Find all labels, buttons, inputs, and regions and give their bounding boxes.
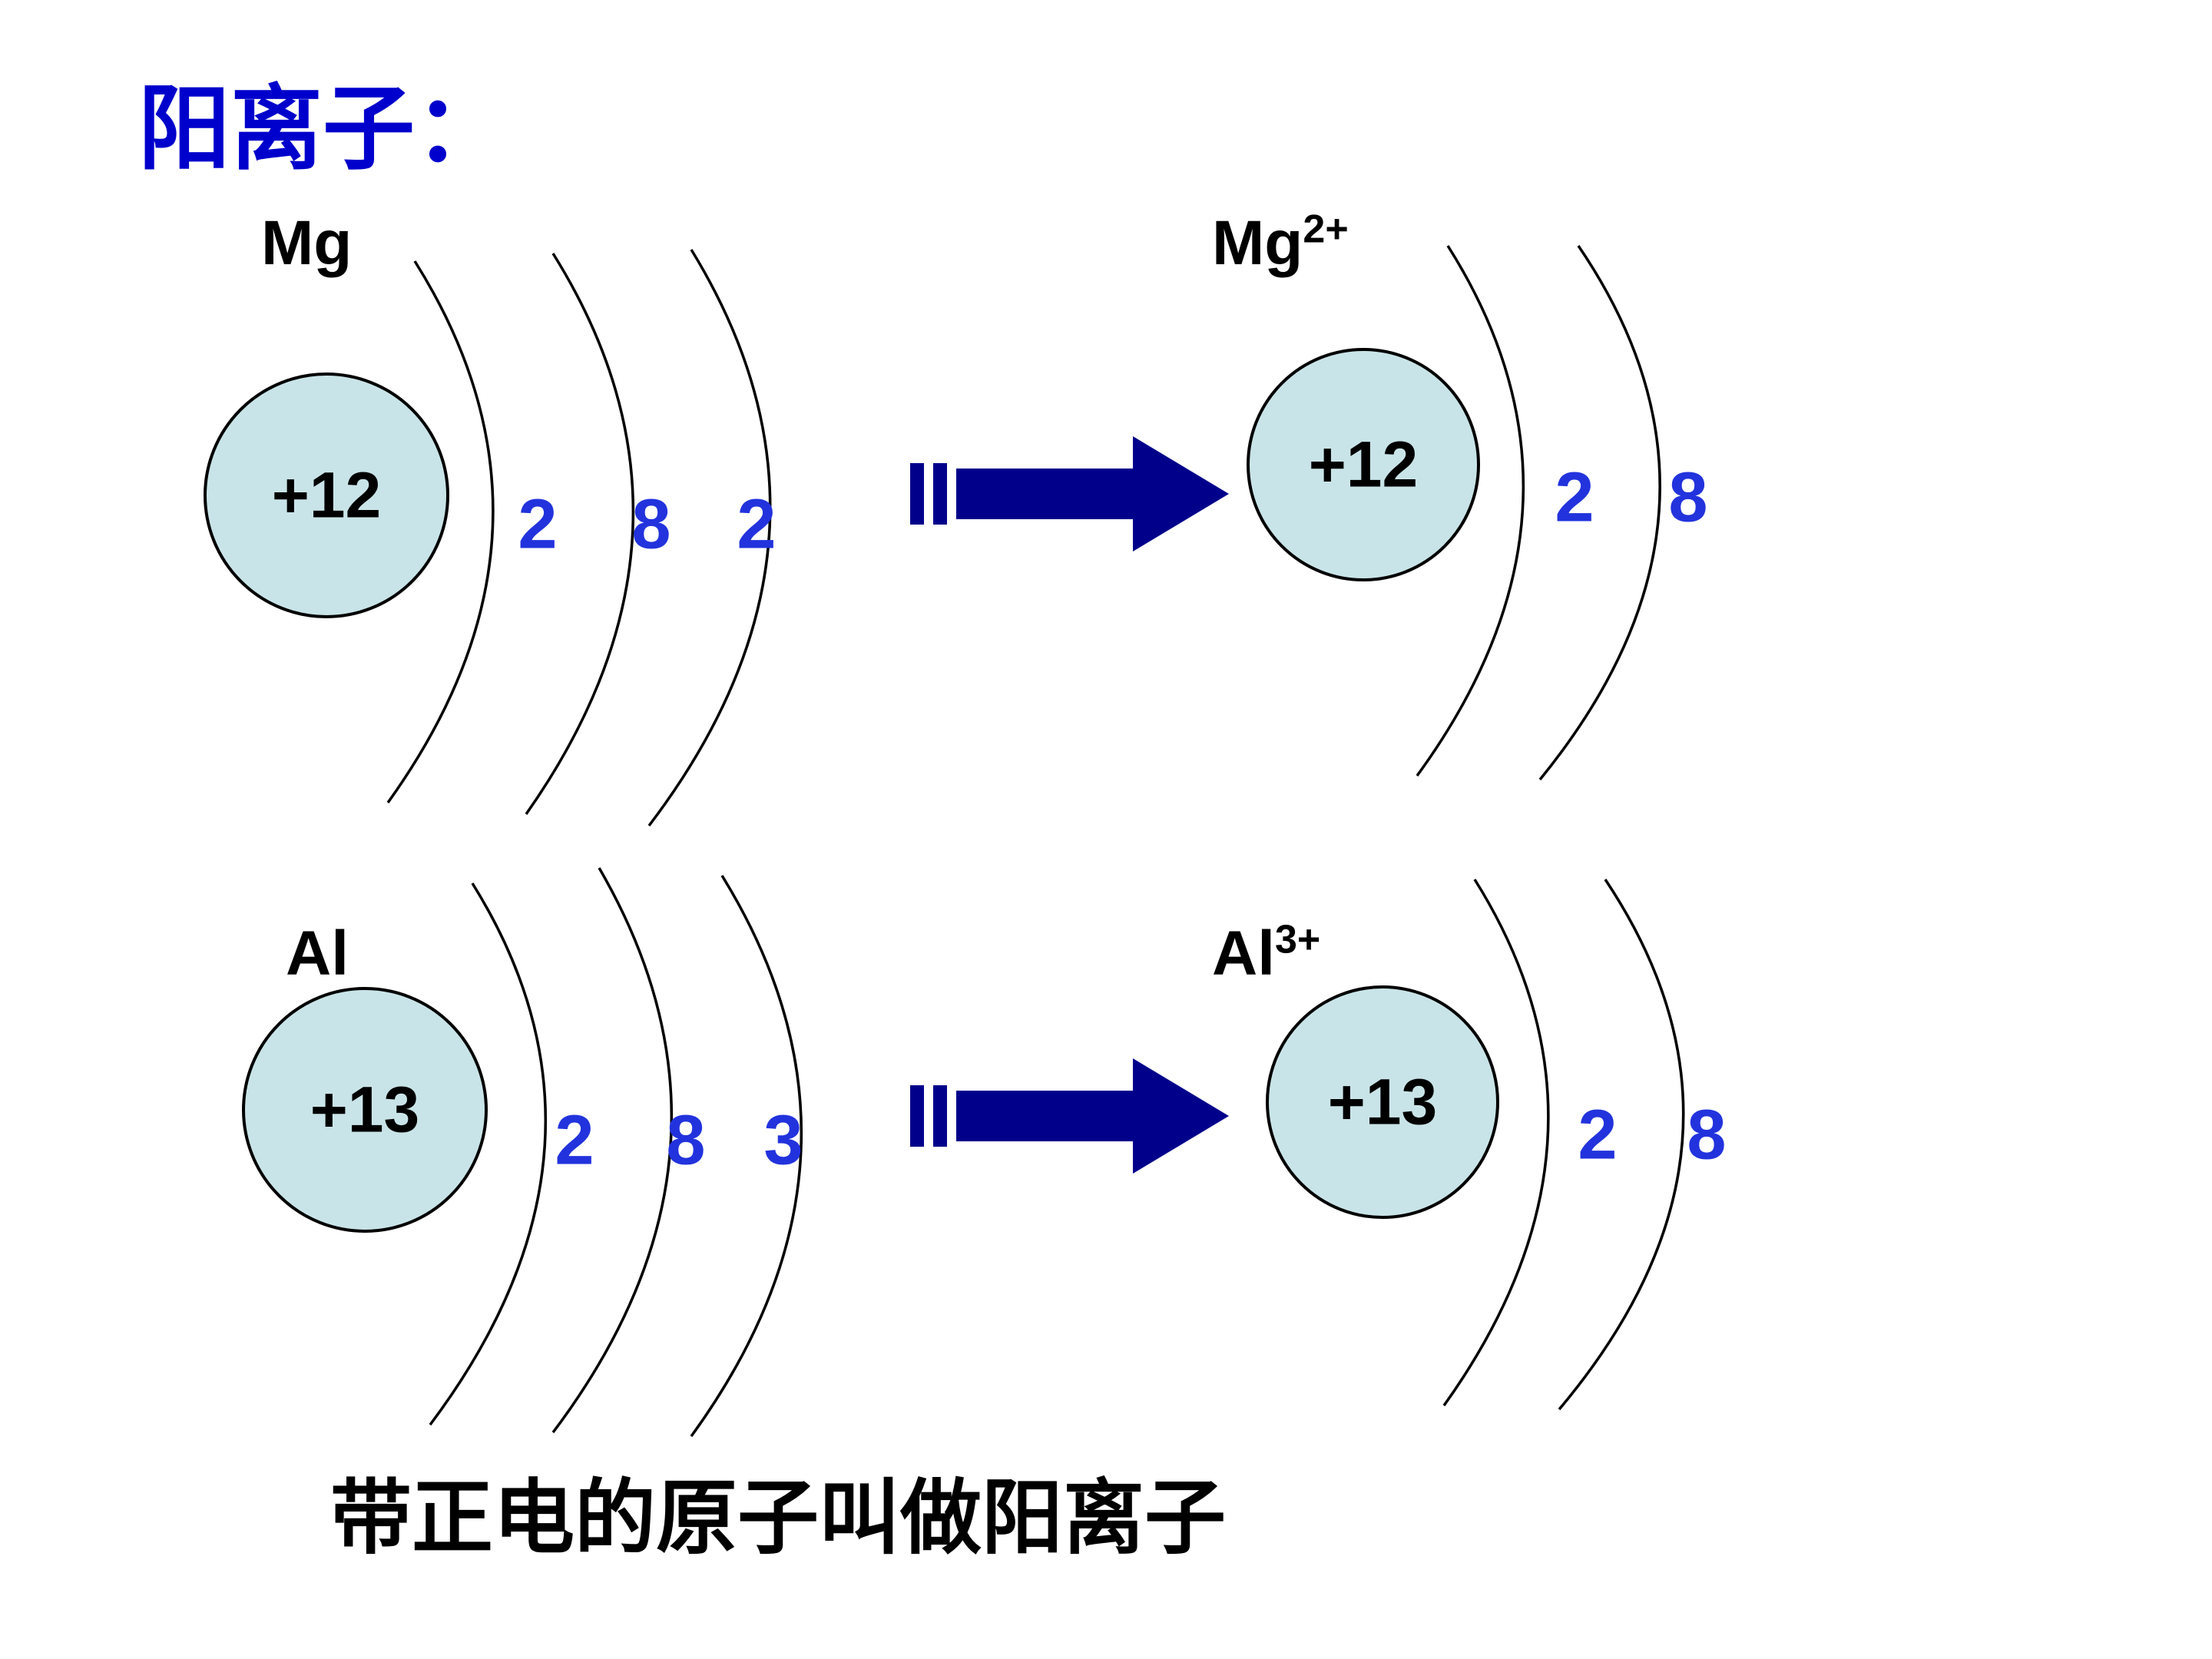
mg-arrow-head: [1133, 436, 1229, 551]
mg-atom-nucleus-charge: +12: [271, 459, 382, 531]
al-atom-shell-arc-3: [690, 875, 803, 1438]
mg-ion-shell-arc-2: [1538, 245, 1661, 781]
mg-ion-symbol: Mg: [1212, 208, 1303, 278]
al-ion-shell-arc-1: [1442, 879, 1550, 1407]
caption-definition: 带正电的原子叫做阳离子: [330, 1474, 1226, 1564]
al-atom-shell-count-3: 3: [763, 1101, 803, 1180]
mg-atom-shell-arc-2: [525, 253, 635, 816]
mg-atom-shell-count-1: 2: [518, 485, 558, 564]
al-atom-nucleus-circle: [242, 987, 488, 1233]
al-arrow-icon: [910, 1058, 1229, 1174]
al-arrow-head: [1133, 1058, 1229, 1174]
mg-atom-nucleus-circle: [204, 373, 449, 618]
mg-atom-shell-count-2: 8: [631, 485, 671, 564]
al-ion-charge-superscript: 3+: [1275, 917, 1321, 962]
mg-atom-label: Mg: [261, 207, 352, 280]
mg-arrow-tail-bar-2: [933, 463, 947, 525]
al-ion-shell-count-2: 8: [1687, 1095, 1727, 1174]
mg-ion-nucleus-circle: [1247, 348, 1480, 581]
al-ion-symbol: Al: [1212, 919, 1275, 988]
al-atom-shell-arc-2: [551, 867, 674, 1434]
mg-ion-shell-arc-1: [1416, 245, 1525, 777]
mg-ion-shell-count-1: 2: [1555, 458, 1594, 537]
mg-atom-shell-arc-3: [647, 249, 772, 827]
mg-atom-symbol: Mg: [261, 208, 353, 278]
mg-arrow-icon: [910, 436, 1229, 551]
mg-ion-charge-superscript: 2+: [1303, 207, 1349, 252]
al-atom-shell-arc-1: [429, 882, 548, 1426]
al-atom-shell-count-2: 8: [666, 1101, 706, 1180]
mg-ion-nucleus-charge: +12: [1308, 428, 1419, 501]
al-arrow-tail-bar-1: [910, 1085, 924, 1147]
al-ion-nucleus-charge: +13: [1327, 1065, 1438, 1138]
al-ion-label: Al3+: [1212, 918, 1320, 990]
mg-ion-shell-count-2: 8: [1668, 458, 1708, 537]
al-atom-shell-count-1: 2: [555, 1101, 594, 1180]
mg-arrow-tail-bar-1: [910, 463, 924, 525]
al-ion-shell-count-1: 2: [1578, 1095, 1618, 1174]
al-ion-nucleus-circle: [1266, 985, 1499, 1219]
mg-ion-label: Mg2+: [1212, 207, 1349, 280]
mg-atom-shell-arc-1: [386, 260, 495, 804]
mg-atom-shell-count-3: 2: [737, 485, 777, 564]
al-atom-label: Al: [286, 918, 349, 990]
page-title: 阳离子：: [138, 78, 507, 180]
al-ion-shell-arc-2: [1558, 879, 1685, 1411]
al-arrow-tail-bar-2: [933, 1085, 947, 1147]
al-arrow-body: [956, 1091, 1133, 1141]
al-atom-symbol: Al: [286, 919, 349, 988]
al-atom-nucleus-charge: +13: [310, 1073, 420, 1146]
mg-arrow-body: [956, 469, 1133, 519]
